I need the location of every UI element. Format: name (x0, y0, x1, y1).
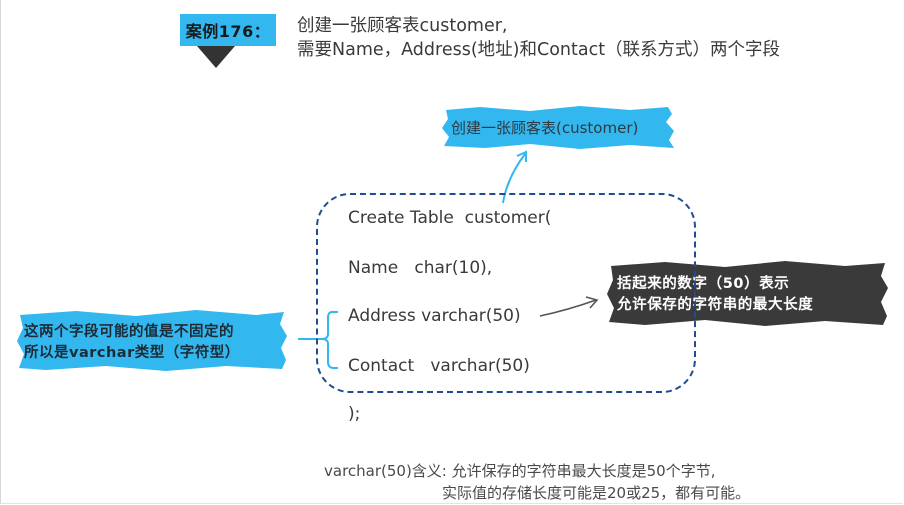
callout-right-line-1: 括起来的数字（50）表示 (617, 276, 790, 292)
note-line-2: 实际值的存储长度可能是20或25，都有可能。 (442, 484, 751, 502)
callout-right-label: 括起来的数字（50）表示 允许保存的字符串的最大长度 (617, 274, 813, 316)
case-description: 创建一张顾客表customer, 需要Name，Address(地址)和Cont… (297, 14, 780, 62)
case-title-line-1: 创建一张顾客表customer, (297, 16, 508, 36)
callout-top-label: 创建一张顾客表(customer) (451, 119, 639, 137)
arrow-up-icon (502, 150, 527, 204)
note-line-1: varchar(50)含义: 允许保存的字符串最大长度是50个字节, (324, 462, 716, 480)
code-box (316, 193, 696, 393)
case-number-badge: 案例176： (180, 14, 276, 46)
arrow-right-icon (539, 296, 599, 317)
callout-left-line-1: 这两个字段可能的值是不固定的 (24, 324, 234, 340)
callout-top-background (442, 106, 674, 149)
code-line-contact: Contact varchar(50) (348, 356, 530, 376)
case-title-line-2: 需要Name，Address(地址)和Contact（联系方式）两个字段 (297, 40, 781, 60)
callout-right-background (607, 261, 888, 326)
code-line-name: Name char(10), (348, 258, 493, 278)
callout-left-line-2: 所以是varchar类型（字符型） (24, 345, 240, 361)
code-line-create-table: Create Table customer( (348, 208, 552, 228)
code-line-address: Address varchar(50) (348, 306, 521, 326)
callout-right-line-2: 允许保存的字符串的最大长度 (617, 297, 814, 313)
badge-pointer-icon (197, 46, 235, 68)
callout-left-label: 这两个字段可能的值是不固定的 所以是varchar类型（字符型） (24, 322, 240, 364)
code-line-close: ); (348, 404, 361, 424)
callout-left-background (17, 310, 287, 371)
